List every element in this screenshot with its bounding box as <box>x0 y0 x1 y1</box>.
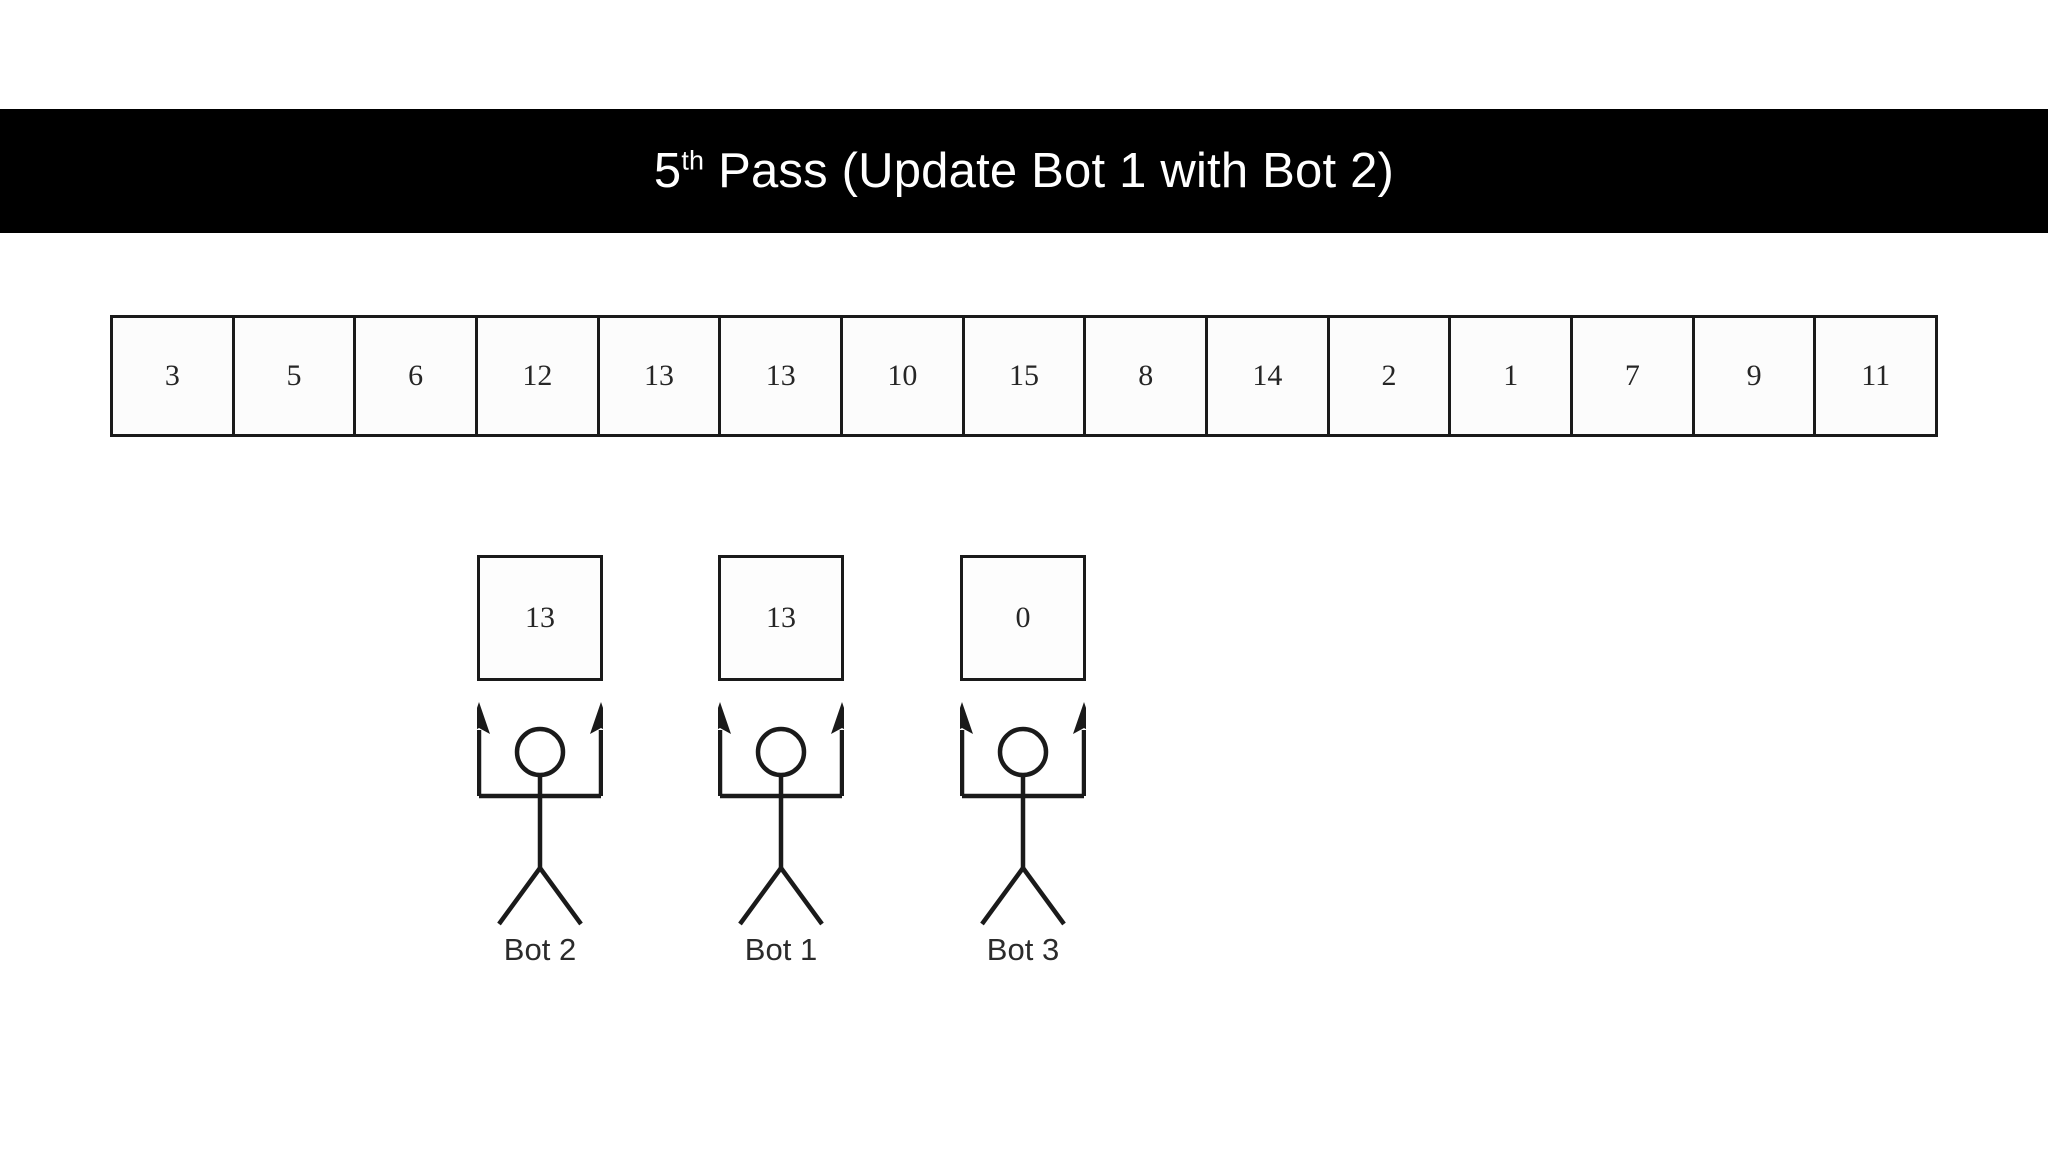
title-banner: 5th Pass (Update Bot 1 with Bot 2) <box>0 109 2048 233</box>
bot-label: Bot 1 <box>744 932 818 967</box>
title-ordinal: 5 <box>653 143 682 198</box>
array-cell[interactable]: 13 <box>599 318 722 434</box>
array-cell[interactable]: 9 <box>1694 318 1817 434</box>
bot-label: Bot 3 <box>986 932 1060 967</box>
array-cell[interactable]: 11 <box>1816 318 1936 434</box>
title-ordinal-suffix: th <box>681 145 705 176</box>
data-array-strip: 3 5 6 12 13 13 10 15 8 14 2 1 7 9 11 <box>110 315 1938 437</box>
stick-figure-arms-up-icon <box>960 702 1086 926</box>
bot-label: Bot 2 <box>503 932 577 967</box>
bot-value-box[interactable]: 0 <box>960 555 1086 681</box>
array-cell[interactable]: 13 <box>721 318 844 434</box>
array-cell[interactable]: 15 <box>964 318 1087 434</box>
array-cell[interactable]: 1 <box>1451 318 1574 434</box>
bot-group-bot-3[interactable]: 0 Bot 3 <box>960 555 1086 968</box>
array-cell[interactable]: 2 <box>1329 318 1452 434</box>
arrow-up-icon <box>477 702 603 734</box>
stick-figure-arms-up-icon <box>718 702 844 926</box>
array-cell[interactable]: 3 <box>113 318 235 434</box>
array-cell[interactable]: 12 <box>478 318 600 434</box>
bot-value-box[interactable]: 13 <box>477 555 603 681</box>
bot-value-box[interactable]: 13 <box>718 555 844 681</box>
bot-group-bot-2[interactable]: 13 Bot 2 <box>477 555 603 968</box>
array-cell[interactable]: 6 <box>356 318 479 434</box>
bot-group-bot-1[interactable]: 13 Bot 1 <box>718 555 844 968</box>
array-cell[interactable]: 7 <box>1573 318 1695 434</box>
array-cell[interactable]: 10 <box>843 318 965 434</box>
stick-figure-arms-up-icon <box>477 702 603 926</box>
array-cell[interactable]: 5 <box>234 318 357 434</box>
array-cell[interactable]: 8 <box>1086 318 1209 434</box>
page-title: 5th Pass (Update Bot 1 with Bot 2) <box>653 143 1395 198</box>
arrow-up-icon <box>960 702 1086 734</box>
title-rest: Pass (Update Bot 1 with Bot 2) <box>704 143 1395 198</box>
arrow-up-icon <box>718 702 844 734</box>
array-cell[interactable]: 14 <box>1208 318 1330 434</box>
